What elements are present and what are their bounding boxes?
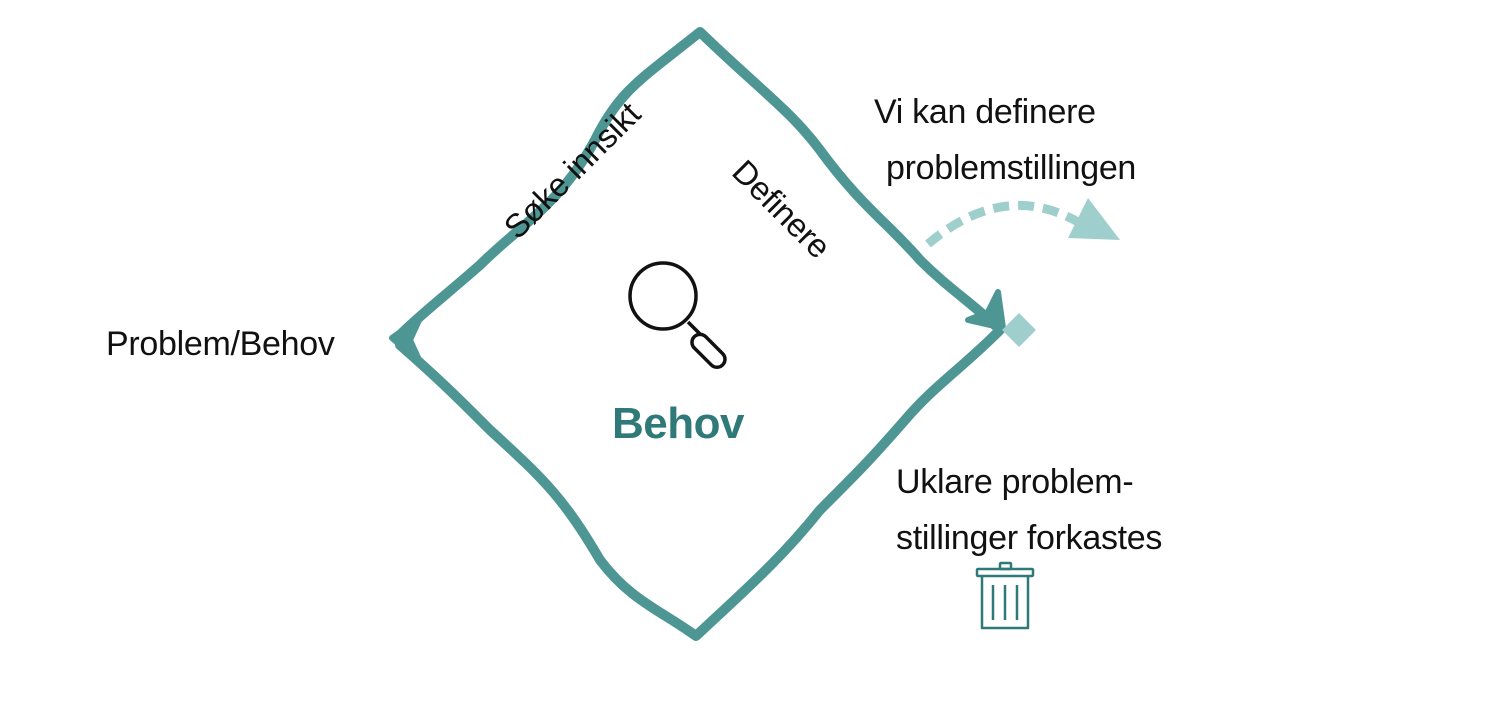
- trash-bin-icon: [975, 561, 1035, 630]
- dotted-arrow-head-icon: [1068, 198, 1120, 240]
- define-outcome-label: Vi kan definere problemstillingen: [874, 84, 1136, 196]
- center-title: Behov: [612, 399, 744, 448]
- problem-behov-label: Problem/Behov: [106, 325, 335, 363]
- dotted-arrow-curve: [925, 200, 1081, 248]
- magnifier-icon: [628, 261, 727, 370]
- define-outcome-line2: problemstillingen: [886, 149, 1137, 187]
- right-arrow-icon: [965, 289, 1006, 331]
- discard-outcome-line2: stillinger forkastes: [896, 519, 1163, 557]
- tip-diamond-marker: [1002, 313, 1036, 347]
- discard-outcome-line1: Uklare problem-: [896, 463, 1134, 501]
- left-arrow-icon: [389, 315, 423, 365]
- discard-outcome-label: Uklare problem- stillinger forkastes: [896, 454, 1162, 566]
- define-outcome-line1: Vi kan definere: [874, 93, 1096, 131]
